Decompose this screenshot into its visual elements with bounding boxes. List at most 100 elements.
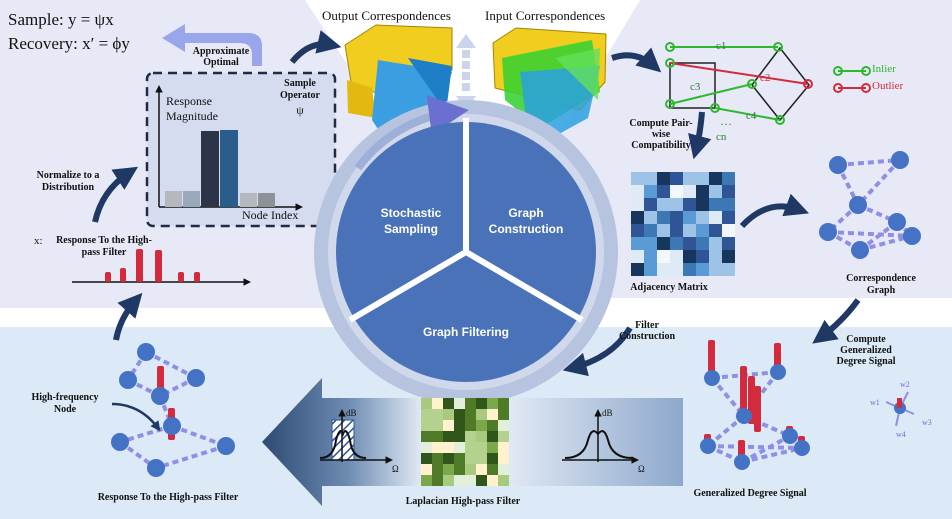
matrix-cell	[487, 453, 498, 464]
matrix-cell	[722, 250, 735, 263]
matrix-cell	[421, 420, 432, 431]
matrix-cell	[465, 475, 476, 486]
matrix-cell	[696, 224, 709, 237]
matrix-cell	[722, 224, 735, 237]
matrix-cell	[421, 475, 432, 486]
matrix-cell	[631, 237, 644, 250]
w4-label: w4	[896, 430, 906, 439]
generalized-degree-label: Generalized Degree Signal	[693, 488, 807, 499]
response-filter-label: Response To the High-pass Filter	[56, 235, 152, 258]
c2-label: c2	[760, 72, 771, 84]
matrix-cell	[709, 250, 722, 263]
matrix-cell	[670, 185, 683, 198]
matrix-cell	[696, 237, 709, 250]
response-x-prefix: x:	[34, 235, 43, 247]
matrix-cell	[432, 464, 443, 475]
approx-optimal-label: Approximate Optimal	[192, 46, 250, 68]
matrix-cell	[498, 398, 509, 409]
response-bar-5	[240, 193, 257, 207]
graph-filtering-label: Graph Filtering	[422, 325, 509, 339]
w1-label: w1	[870, 398, 880, 407]
adjacency-matrix-label: Adjacency Matrix	[630, 282, 708, 293]
matrix-cell	[670, 172, 683, 185]
correspondence-swap-arrow	[456, 34, 476, 110]
correspondence-graph	[819, 151, 921, 259]
c3-label: c3	[690, 81, 701, 93]
matrix-cell	[644, 263, 657, 276]
response-bar-4	[220, 130, 238, 207]
matrix-cell	[465, 442, 476, 453]
response-bar-2	[183, 191, 200, 207]
matrix-cell	[644, 250, 657, 263]
matrix-cell	[683, 172, 696, 185]
matrix-cell	[443, 464, 454, 475]
matrix-cell	[421, 442, 432, 453]
matrix-cell	[644, 211, 657, 224]
to-degree-arrow	[812, 298, 861, 344]
matrix-cell	[696, 198, 709, 211]
matrix-cell	[670, 198, 683, 211]
matrix-cell	[498, 431, 509, 442]
matrix-cell	[722, 263, 735, 276]
matrix-cell	[709, 211, 722, 224]
matrix-cell	[476, 442, 487, 453]
response-bar-1	[165, 191, 182, 207]
response-graph	[111, 343, 235, 477]
approx-optimal-arrow	[162, 24, 262, 66]
matrix-cell	[454, 464, 465, 475]
response-bar-3	[201, 131, 219, 207]
matrix-cell	[722, 237, 735, 250]
correspondence-graph-label: Correspondence Graph	[846, 273, 916, 296]
pairwise-arrow	[688, 111, 712, 160]
omega-label-right: Ω	[638, 464, 645, 474]
normalize-label: Normalize to a Distribution	[36, 170, 100, 193]
sample-operator-label: Sample Operator	[280, 78, 320, 101]
highpass-plot	[319, 409, 393, 464]
normalize-arrow	[92, 166, 139, 223]
matrix-cell	[432, 398, 443, 409]
recovery-formula: Recovery: x′ = ϕy	[8, 34, 130, 53]
cycle-wheel	[314, 95, 618, 404]
to-output-arrow	[289, 30, 342, 64]
legend-inlier-dot	[833, 66, 843, 76]
response-spikes	[105, 249, 200, 282]
stochastic-sampling-label: Stochastic Sampling	[380, 206, 442, 236]
laplacian-label: Laplacian High-pass Filter	[405, 496, 521, 507]
matrix-cell	[657, 185, 670, 198]
matrix-cell	[454, 420, 465, 431]
compute-pairwise-label: Compute Pair-wise Compatibility	[629, 118, 693, 151]
matrix-cell	[454, 475, 465, 486]
matrix-cell	[657, 211, 670, 224]
matrix-cell	[465, 464, 476, 475]
matrix-cell	[709, 185, 722, 198]
degree-signal-graph	[700, 340, 810, 470]
filter-construction-arrow	[562, 326, 633, 377]
omega-label-left: Ω	[392, 464, 399, 474]
laplacian-matrix	[421, 398, 509, 486]
matrix-cell	[657, 172, 670, 185]
matrix-cell	[498, 442, 509, 453]
matrix-cell	[498, 420, 509, 431]
matrix-cell	[631, 263, 644, 276]
matrix-cell	[631, 224, 644, 237]
matrix-cell	[670, 237, 683, 250]
matrix-cell	[476, 398, 487, 409]
matrix-cell	[421, 453, 432, 464]
legend-inlier-dot	[861, 66, 871, 76]
matrix-cell	[631, 250, 644, 263]
matrix-cell	[454, 398, 465, 409]
c1-label: c1	[716, 40, 727, 52]
matrix-cell	[631, 211, 644, 224]
output-correspondences-label: Output Correspondences	[322, 8, 451, 23]
matrix-cell	[476, 453, 487, 464]
matrix-cell	[443, 398, 454, 409]
matrix-cell	[443, 442, 454, 453]
matrix-cell	[709, 237, 722, 250]
matrix-cell	[421, 431, 432, 442]
adjacency-matrix	[631, 172, 735, 276]
weighted-node-sketch	[885, 391, 915, 427]
to-graph-arrow	[739, 193, 809, 229]
matrix-cell	[670, 263, 683, 276]
matrix-cell	[498, 464, 509, 475]
matrix-cell	[465, 409, 476, 420]
